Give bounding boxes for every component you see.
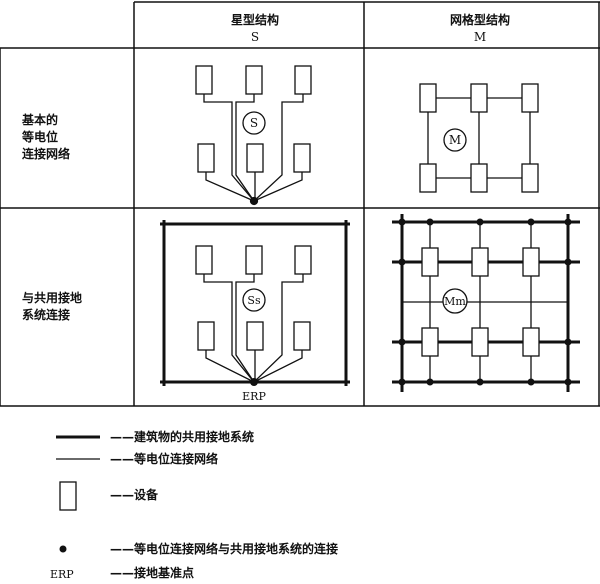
- connection-dot: [564, 378, 572, 386]
- device-box: [294, 65, 312, 95]
- device-box: [419, 163, 437, 193]
- node-circle-ss: [242, 288, 266, 312]
- device-box: [470, 83, 488, 113]
- mesh-common-diagram: [392, 214, 580, 392]
- connection-dot: [564, 218, 572, 226]
- row-basic-line2: 等电位: [22, 130, 59, 144]
- node-label-m: M: [448, 133, 462, 147]
- device-box: [245, 245, 263, 275]
- connection-dot: [476, 218, 484, 226]
- node-label-mm: Mm: [444, 295, 466, 308]
- col-star-code: S: [250, 30, 260, 44]
- node-circle-s: [242, 111, 266, 135]
- device-box: [195, 65, 213, 95]
- connection-dot: [398, 378, 406, 386]
- erp-label: ERP: [242, 390, 266, 403]
- mesh-basic-diagram: [419, 83, 539, 193]
- connection-dot: [398, 218, 406, 226]
- device-box: [197, 321, 215, 351]
- node-circle-m: [443, 128, 467, 152]
- device-box: [521, 163, 539, 193]
- col-mesh-code: M: [473, 30, 487, 44]
- device-box: [522, 247, 540, 277]
- device-box: [294, 245, 312, 275]
- connection-dot: [476, 378, 484, 386]
- legend-device-box: [59, 481, 77, 511]
- device-box: [471, 247, 489, 277]
- device-box: [293, 321, 311, 351]
- device-box: [293, 143, 311, 173]
- connection-dot: [426, 218, 434, 226]
- connection-dot: [398, 338, 406, 346]
- device-box: [421, 327, 439, 357]
- legend-text-erp: ——接地基准点: [110, 566, 195, 580]
- legend-dot: [59, 545, 67, 553]
- device-box: [521, 83, 539, 113]
- connection-dot: [398, 258, 406, 266]
- row-common-line1: 与共用接地: [22, 291, 83, 305]
- device-box: [421, 247, 439, 277]
- star-common-diagram: [160, 220, 350, 386]
- row-basic-line1: 基本的: [22, 113, 59, 127]
- connection-dots: [398, 218, 572, 386]
- row-common-line2: 系统连接: [22, 308, 71, 322]
- legend-erp-symbol: ERP: [50, 568, 74, 581]
- device-box: [419, 83, 437, 113]
- legend-text-device: ——设备: [110, 488, 159, 502]
- device-box: [522, 327, 540, 357]
- legend-text-bonding-network: ——等电位连接网络: [110, 452, 219, 466]
- device-box: [197, 143, 215, 173]
- star-basic-diagram: [195, 65, 312, 206]
- device-box: [470, 163, 488, 193]
- device-box: [246, 143, 264, 173]
- node-label-ss: Ss: [247, 294, 261, 307]
- connection-dot: [527, 218, 535, 226]
- legend-symbols: [56, 435, 100, 553]
- legend-text-connection: ——等电位连接网络与共用接地系统的连接: [110, 542, 339, 556]
- connection-dot: [564, 338, 572, 346]
- device-box: [195, 245, 213, 275]
- col-star-title: 星型结构: [230, 13, 279, 27]
- connection-dot: [527, 378, 535, 386]
- legend-text-building-grounding: ——建筑物的共用接地系统: [110, 430, 255, 444]
- node-circle-mm: [442, 288, 468, 314]
- device-box: [245, 65, 263, 95]
- node-label-s: S: [249, 116, 259, 130]
- erp-connection-dot: [250, 378, 258, 386]
- device-box: [471, 327, 489, 357]
- row-basic-line3: 连接网络: [22, 147, 71, 161]
- connection-dot: [564, 258, 572, 266]
- star-point-dot: [249, 196, 259, 206]
- device-box: [246, 321, 264, 351]
- connection-dot: [426, 378, 434, 386]
- table-grid: [0, 1, 600, 407]
- col-mesh-title: 网格型结构: [449, 13, 510, 27]
